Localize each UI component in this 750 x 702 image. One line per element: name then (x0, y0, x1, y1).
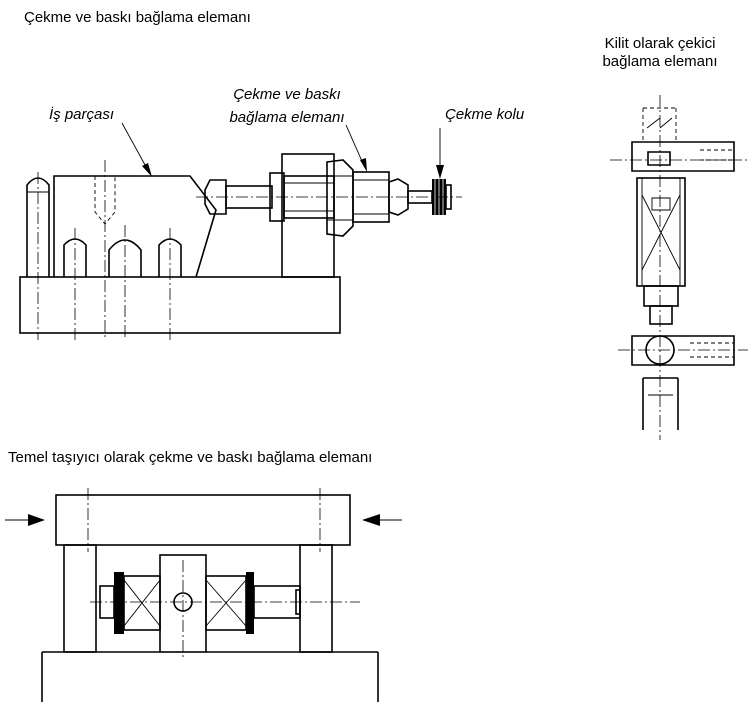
element-label-line1: Çekme ve baskı (233, 86, 341, 103)
lever-label: Çekme kolu (445, 106, 525, 123)
clamp-element (204, 159, 452, 237)
right-press-arrow (362, 514, 402, 526)
top-plate (55, 494, 351, 546)
workpiece (53, 175, 217, 278)
left-press-arrow (5, 514, 45, 526)
base-plate (19, 276, 341, 334)
top-left-assembly (19, 122, 462, 340)
workpiece-label: İş parçası (49, 106, 115, 123)
top-right-lock (610, 95, 748, 440)
bottom-title: Temel taşıyıcı olarak çekme ve baskı bağ… (8, 449, 373, 466)
top-right-title-line1: Kilit olarak çekici (604, 35, 716, 52)
bottom-assembly (5, 488, 402, 702)
bottom-base (41, 651, 379, 702)
top-left-title: Çekme ve baskı bağlama elemanı (24, 9, 251, 26)
element-label-line2: bağlama elemanı (229, 109, 345, 126)
top-right-title-line2: bağlama elemanı (602, 53, 718, 70)
